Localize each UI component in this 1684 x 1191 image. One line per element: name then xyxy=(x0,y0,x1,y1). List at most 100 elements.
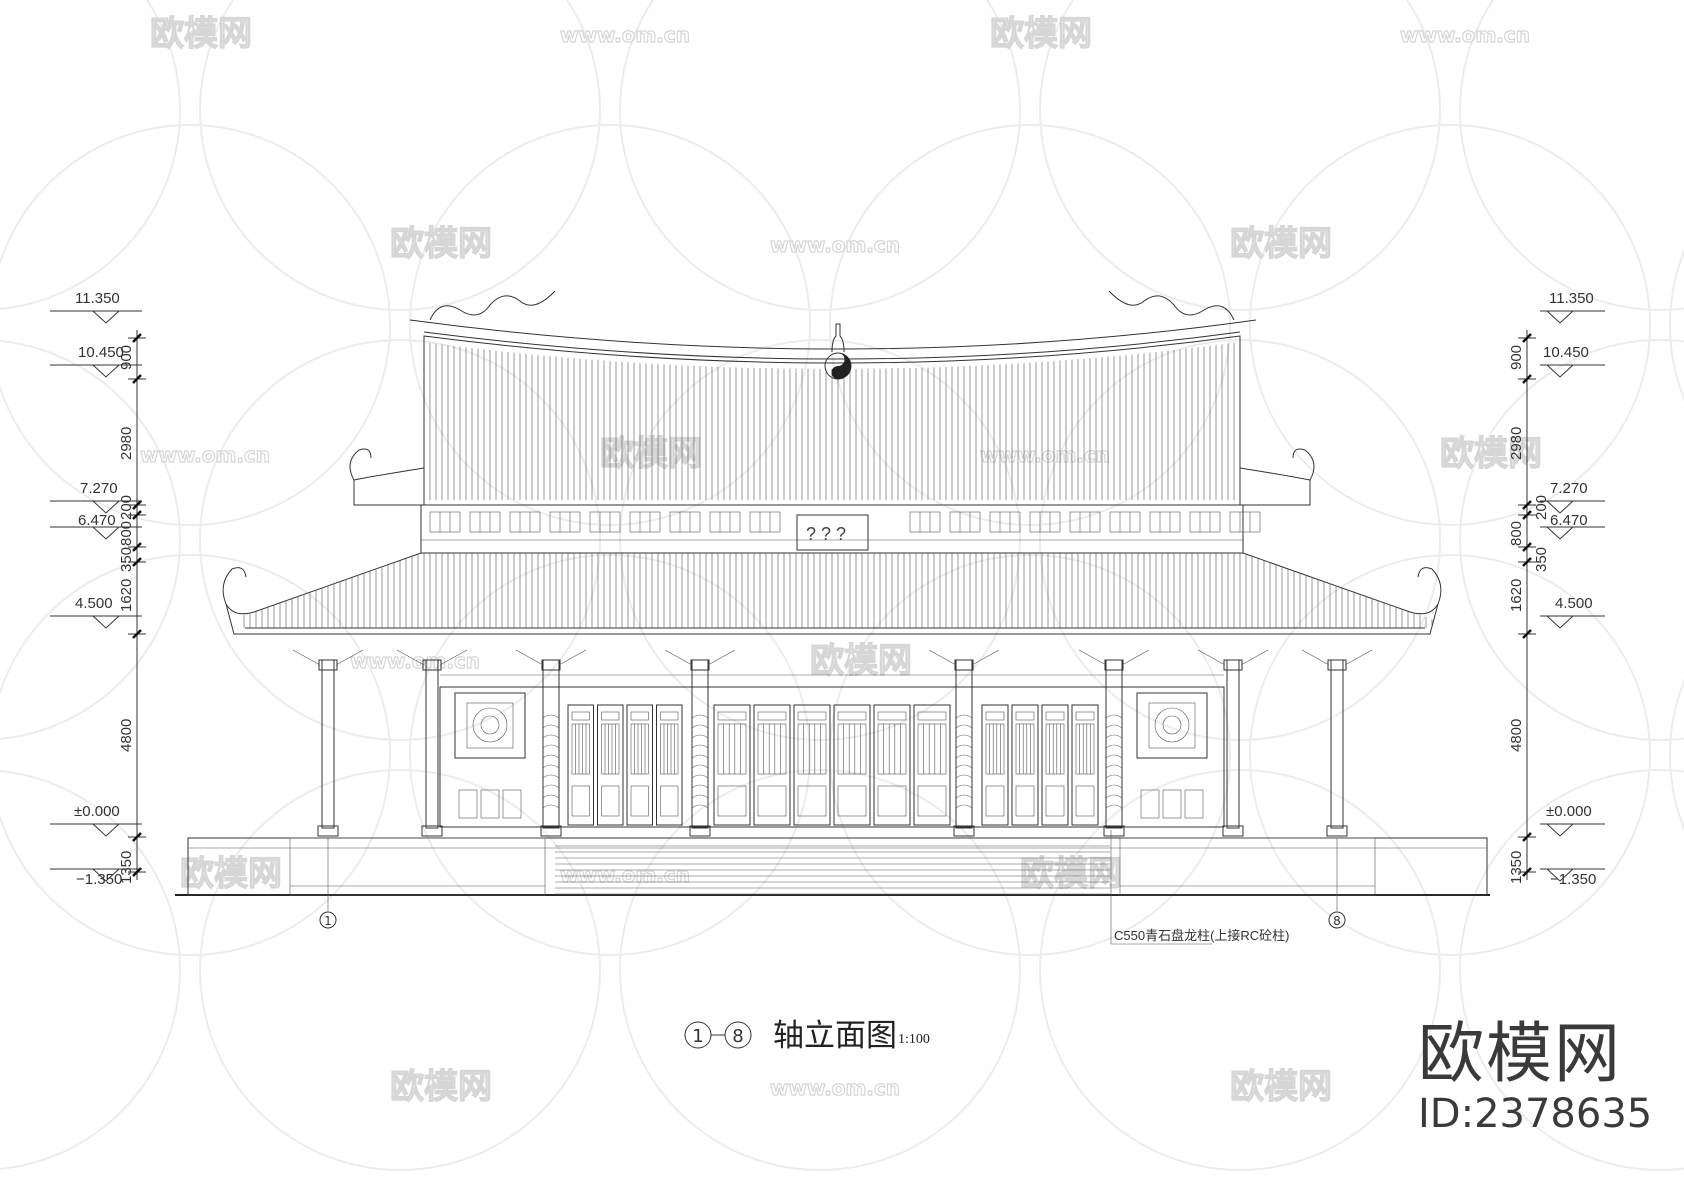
level-marker-icon xyxy=(92,526,120,540)
dimension-tick xyxy=(1522,500,1532,510)
corbel-bracket xyxy=(396,649,468,666)
dim-value: 2980 xyxy=(118,427,135,460)
dougong-bracket xyxy=(669,511,701,533)
dougong-bracket xyxy=(909,511,941,533)
column xyxy=(425,659,439,829)
door-lattice xyxy=(837,723,867,775)
level-label: 11.350 xyxy=(1549,290,1594,307)
main-ridge xyxy=(409,319,1257,350)
yin-yang-icon xyxy=(831,353,851,379)
dragon-carving xyxy=(1105,784,1123,789)
level-label: −1.350 xyxy=(1550,871,1596,888)
level-label: ±0.000 xyxy=(1546,803,1592,820)
lattice-rosette xyxy=(480,715,500,735)
carved-panel xyxy=(502,789,522,819)
dimension-tick xyxy=(1522,557,1532,567)
dragon-carving xyxy=(955,724,973,729)
watermark-arc xyxy=(1669,678,1684,832)
platform-step-right xyxy=(1119,837,1376,896)
corbel-bracket xyxy=(664,649,736,666)
dragon-carving xyxy=(542,784,560,789)
watermarks: 欧模网 www.om.cn 欧模网 www.om.cn 欧模网 www.om.c… xyxy=(139,13,1542,1107)
dragon-carving xyxy=(542,744,560,749)
ridge-dragon-right xyxy=(1108,290,1235,321)
axis-marker-8: 8 xyxy=(1328,838,1346,929)
dragon-carving xyxy=(955,794,973,799)
dougong-bracket xyxy=(1029,511,1061,533)
dragon-carving xyxy=(1105,734,1123,739)
dim-value: 1350 xyxy=(1508,851,1525,884)
dimension-tick xyxy=(1522,542,1532,552)
door-leaf xyxy=(626,704,653,826)
watermark-arc xyxy=(199,769,601,1171)
level-marker-icon xyxy=(1546,868,1574,882)
name-plaque: ? ? ? xyxy=(796,514,869,551)
dragon-carving xyxy=(691,754,709,759)
door-leaf xyxy=(1071,704,1099,826)
door-panel xyxy=(1075,711,1095,721)
dim-value: 350 xyxy=(1533,547,1550,572)
dim-value: 900 xyxy=(118,345,135,370)
main-ridge xyxy=(423,331,1241,360)
door-panel xyxy=(985,711,1005,721)
dougong-bracket xyxy=(709,511,741,533)
door-panel xyxy=(601,785,620,817)
level-marker-icon xyxy=(1546,500,1574,514)
watermark-arc xyxy=(619,0,1021,311)
corbel-bracket xyxy=(1197,649,1269,666)
door-lattice xyxy=(630,723,649,775)
dougong-bracket xyxy=(1229,511,1261,533)
level-label: 7.270 xyxy=(80,480,118,497)
dimension-tick xyxy=(132,629,142,639)
door-leaf xyxy=(793,704,831,826)
dragon-carving xyxy=(691,794,709,799)
title-axis-to: 8 xyxy=(732,1026,743,1047)
dragon-column xyxy=(691,659,709,829)
logo-id: ID:2378635 xyxy=(1418,1091,1653,1137)
watermark-brand: 欧模网 xyxy=(600,434,702,474)
door-leaf xyxy=(833,704,871,826)
dragon-carving xyxy=(955,744,973,749)
column-note: C550青石盘龙柱(上接RC砼柱) xyxy=(1110,830,1290,945)
corbel-bracket xyxy=(928,649,1000,666)
dragon-carving xyxy=(955,804,973,809)
watermark-url: www.om.cn xyxy=(770,1076,900,1100)
carved-panel xyxy=(458,789,478,819)
site-logo: 欧模网 ID:2378635 xyxy=(1418,1018,1652,1138)
dougong-bracket xyxy=(1149,511,1181,533)
dimension-tick xyxy=(132,832,142,842)
dougong-bracket xyxy=(1109,511,1141,533)
door-panel xyxy=(917,711,947,721)
door-panel xyxy=(630,785,649,817)
dimension-tick xyxy=(132,542,142,552)
watermark-brand: 欧模网 xyxy=(180,854,282,894)
dougong-bracket xyxy=(949,511,981,533)
column-base xyxy=(953,825,975,837)
door-leaf xyxy=(597,704,624,826)
dragon-carving xyxy=(691,764,709,769)
level-label: ±0.000 xyxy=(74,803,120,820)
watermark-arc xyxy=(0,554,391,956)
level-marker-icon xyxy=(1546,823,1574,837)
watermark-brand: 欧模网 xyxy=(390,1067,492,1107)
watermark-arc xyxy=(199,0,601,311)
column-capital xyxy=(1223,659,1243,671)
door-lattice xyxy=(1015,723,1035,775)
door-panel xyxy=(837,785,867,817)
level-label: 4.500 xyxy=(1555,595,1593,612)
corbel-bracket xyxy=(515,649,587,666)
dougong-bracket xyxy=(1069,511,1101,533)
door-leaf xyxy=(1041,704,1069,826)
level-marker-icon xyxy=(1546,615,1574,629)
door-lattice xyxy=(660,723,679,775)
watermark-arc xyxy=(0,340,181,740)
level-marker-icon xyxy=(92,615,120,629)
level-marker-icon xyxy=(92,823,120,837)
lattice-rosette xyxy=(1154,707,1190,743)
dougong-bracket xyxy=(549,511,581,533)
dragon-carving xyxy=(691,774,709,779)
door-panel xyxy=(660,711,679,721)
dougong-bracket xyxy=(1189,511,1221,533)
dim-value: 800 xyxy=(1508,521,1525,546)
door-lattice xyxy=(601,723,620,775)
